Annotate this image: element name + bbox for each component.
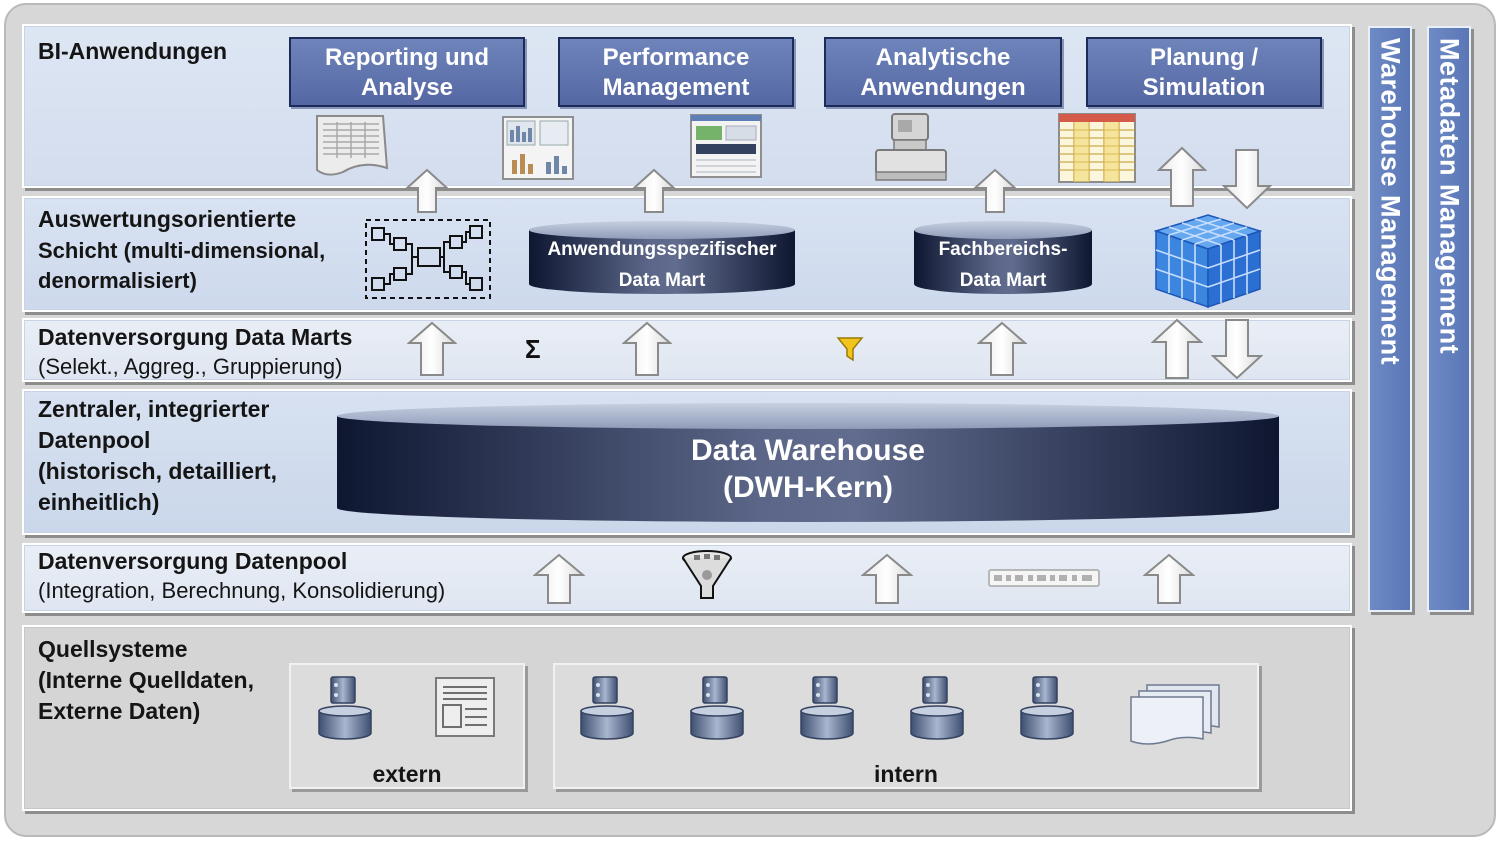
stacked-pages-icon — [1129, 683, 1223, 750]
funnel-filter-icon — [680, 548, 734, 607]
warehouse-management-bar: Warehouse Management — [1368, 26, 1412, 612]
spreadsheet-screenshot-icon — [690, 114, 762, 183]
filter-funnel-icon — [836, 336, 864, 367]
source-intern-box: intern — [553, 663, 1259, 789]
source-extern-box: extern — [289, 663, 525, 789]
dv-data-marts-desc: (Selekt., Aggreg., Gruppierung) — [38, 354, 343, 379]
sigma-icon: Σ — [525, 334, 541, 364]
arrow-up-icon — [976, 321, 1028, 382]
dv-data-marts-title: Datenversorgung Data Marts — [38, 324, 353, 350]
database-icon — [317, 675, 373, 746]
data-record-icon — [988, 567, 1100, 594]
database-icon — [1019, 675, 1075, 746]
metadaten-management-label: Metadaten Management — [1434, 38, 1465, 355]
report-document-icon — [313, 114, 391, 185]
fachbereichs-data-mart-label: Fachbereichs- Data Mart — [938, 239, 1068, 291]
app-performance-management: Performance Management — [558, 37, 794, 107]
arrow-up-icon — [1150, 318, 1204, 385]
arrow-up-icon — [404, 168, 450, 219]
source-intern-label: intern — [874, 761, 938, 787]
bi-layer-title: BI-Anwendungen — [38, 38, 228, 64]
arrow-up-icon — [1156, 146, 1208, 213]
app-reporting-analyse: Reporting und Analyse — [289, 37, 525, 107]
database-icon — [579, 675, 635, 746]
database-icon — [799, 675, 855, 746]
network-model-icon — [364, 218, 492, 305]
arrow-down-icon — [1221, 148, 1273, 215]
quell-layer-title: Quellsysteme (Interne Quelldaten, Extern… — [38, 636, 254, 724]
data-warehouse-cylinder: Data Warehouse (DWH-Kern) — [336, 402, 1280, 524]
anwendungsspezifischer-data-mart: Anwendungsspezifischer Data Mart — [528, 220, 796, 296]
olap-cube-icon — [1152, 205, 1264, 314]
source-extern-label: extern — [372, 761, 442, 787]
table-grid-icon — [1058, 113, 1136, 188]
database-icon — [909, 675, 965, 746]
dv-datenpool-title: Datenversorgung Datenpool — [38, 548, 348, 574]
document-icon — [435, 677, 495, 742]
zentral-layer-title: Zentraler, integrierter Datenpool (histo… — [38, 396, 277, 515]
database-icon — [689, 675, 745, 746]
computer-terminal-icon — [872, 112, 950, 187]
arrow-up-icon — [1142, 553, 1196, 610]
chart-dashboard-icon — [502, 116, 574, 185]
arrow-down-icon — [1210, 318, 1264, 385]
auswertung-layer-title: Auswertungsorientierte — [38, 206, 297, 232]
fachbereichs-data-mart: Fachbereichs- Data Mart — [913, 220, 1093, 296]
data-warehouse-label: Data Warehouse (DWH-Kern) — [691, 434, 925, 504]
app-analytische-anwendungen: Analytische Anwendungen — [824, 37, 1062, 107]
auswertung-layer-desc: Schicht (multi-dimensional, denormalisie… — [38, 238, 326, 293]
arrow-up-icon — [621, 321, 673, 382]
arrow-up-icon — [860, 553, 914, 610]
anwendungsspezifischer-data-mart-label: Anwendungsspezifischer Data Mart — [547, 239, 777, 291]
layer-datenversorgung-data-marts — [22, 318, 1352, 382]
metadaten-management-bar: Metadaten Management — [1427, 26, 1471, 612]
app-planung-simulation: Planung / Simulation — [1086, 37, 1322, 107]
dv-datenpool-desc: (Integration, Berechnung, Konsolidierung… — [38, 578, 446, 603]
arrow-up-icon — [972, 168, 1018, 219]
arrow-up-icon — [532, 553, 586, 610]
warehouse-management-label: Warehouse Management — [1375, 38, 1406, 366]
arrow-up-icon — [631, 168, 677, 219]
arrow-up-icon — [406, 321, 458, 382]
